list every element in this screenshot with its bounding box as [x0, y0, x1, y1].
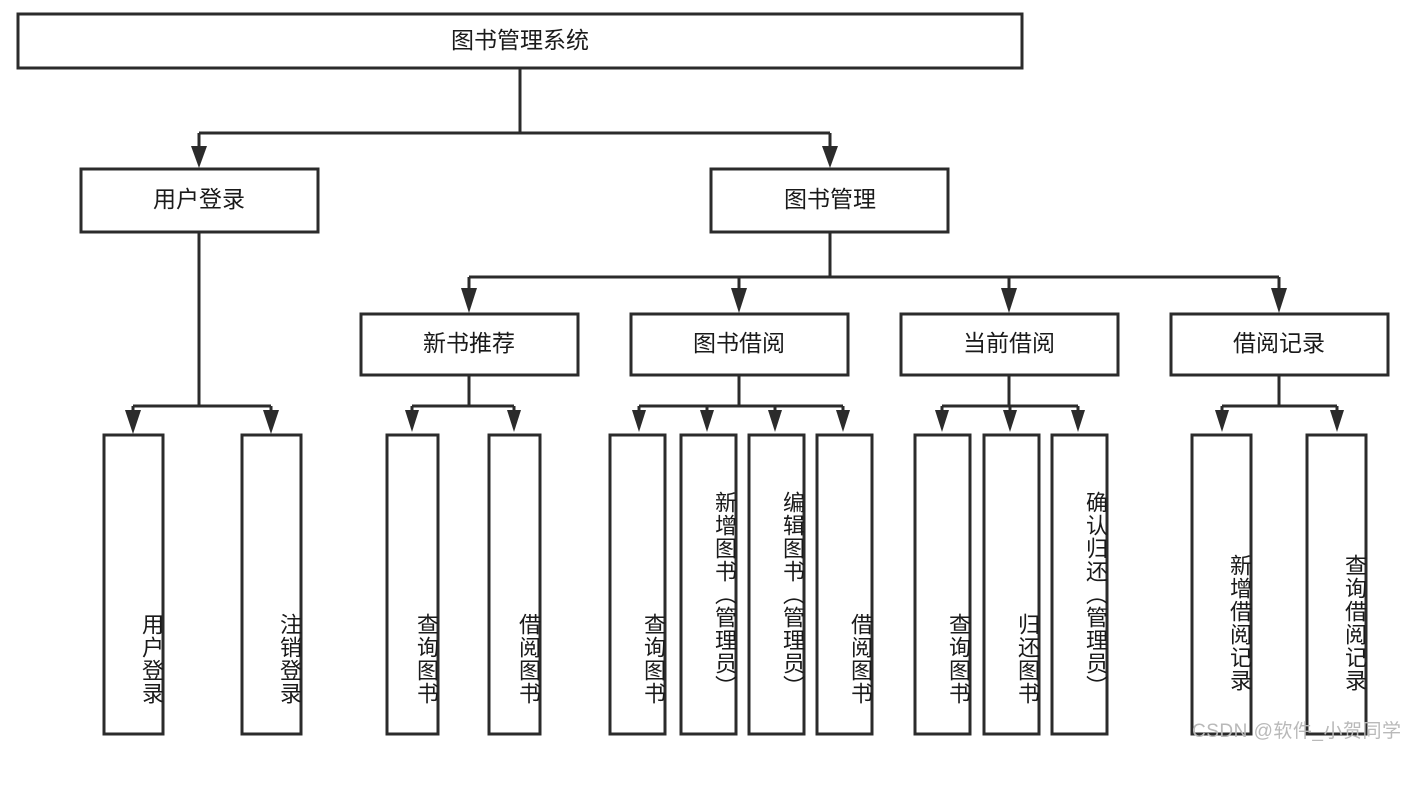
connector-group-bookborrow [632, 375, 850, 432]
node-borrow-record[interactable]: 借阅记录 [1169, 312, 1390, 377]
arrowhead-leaf-newbook-2 [507, 410, 521, 432]
node-new-book-recommend[interactable]: 新书推荐 [359, 312, 580, 377]
node-user-login[interactable]: 用户登录 [79, 167, 320, 234]
arrowhead-newbook [461, 288, 477, 313]
node-current-borrow-box[interactable] [899, 312, 1120, 377]
leaf-box-newbook-1[interactable] [385, 433, 440, 736]
leaf-box-user-login-2[interactable] [240, 433, 303, 736]
arrowhead-leaf-user-login-1 [125, 410, 141, 434]
arrowhead-leaf-bookborrow-4 [836, 410, 850, 432]
connector-group-currentborrow [935, 375, 1085, 432]
node-new-book-recommend-box[interactable] [359, 312, 580, 377]
node-borrow-record-box[interactable] [1169, 312, 1390, 377]
arrowhead-bookmgmt [822, 146, 838, 168]
connector-group-newbook [405, 375, 521, 432]
arrowhead-leaf-bookborrow-3 [768, 410, 782, 432]
leaf-box-borrowrecord-1[interactable] [1190, 433, 1253, 736]
node-borrow-record-label: 借阅记录 [1233, 330, 1325, 356]
node-book-borrow-label: 图书借阅 [693, 330, 785, 356]
node-new-book-recommend-label: 新书推荐 [423, 330, 515, 356]
node-book-management-label: 图书管理 [784, 186, 876, 212]
leaf-box-bookborrow-3[interactable] [747, 433, 806, 736]
leaf-box-user-login-1[interactable] [102, 433, 165, 736]
arrowhead-leaf-borrowrecord-1 [1215, 410, 1229, 432]
flowchart-canvas: 图书管理系统 用户登录 图书管理 新书推荐 图书借阅 当前借阅 借阅记录 [16, 12, 1390, 736]
watermark-label: CSDN @软件_小贺同学 [1192, 721, 1402, 742]
node-user-login-label: 用户登录 [153, 186, 245, 212]
node-book-borrow[interactable]: 图书借阅 [629, 312, 850, 377]
node-current-borrow[interactable]: 当前借阅 [899, 312, 1120, 377]
arrowhead-leaf-currentborrow-1 [935, 410, 949, 432]
node-current-borrow-label: 当前借阅 [963, 330, 1055, 356]
leaf-box-bookborrow-1[interactable] [608, 433, 667, 736]
leaf-box-borrowrecord-2[interactable] [1305, 433, 1368, 736]
connector-group-root [191, 68, 838, 168]
arrowhead-leaf-currentborrow-3 [1071, 410, 1085, 432]
leaf-box-newbook-2[interactable] [487, 433, 542, 736]
arrowhead-leaf-currentborrow-2 [1003, 410, 1017, 432]
arrowhead-userlogin [191, 146, 207, 168]
node-user-login-box[interactable] [79, 167, 320, 234]
node-book-borrow-box[interactable] [629, 312, 850, 377]
connector-group-userlogin [125, 232, 279, 434]
arrowhead-leaf-borrowrecord-2 [1330, 410, 1344, 432]
connector-group-borrowrecord [1215, 375, 1344, 432]
leaf-box-bookborrow-2[interactable] [679, 433, 738, 736]
node-root-label: 图书管理系统 [451, 27, 589, 53]
arrowhead-borrowrecord [1271, 288, 1287, 313]
arrowhead-leaf-newbook-1 [405, 410, 419, 432]
hierarchy-diagram: 图书管理系统 用户登录 图书管理 新书推荐 图书借阅 当前借阅 借阅记录 [16, 12, 1402, 742]
connector-group-bookmgmt [461, 232, 1287, 313]
arrowhead-leaf-bookborrow-1 [632, 410, 646, 432]
arrowhead-leaf-user-login-2 [263, 410, 279, 434]
arrowhead-currentborrow [1001, 288, 1017, 313]
leaf-box-currentborrow-3[interactable] [1050, 433, 1109, 736]
arrowhead-bookborrow [731, 288, 747, 313]
node-book-management-box[interactable] [709, 167, 950, 234]
leaf-box-currentborrow-2[interactable] [982, 433, 1041, 736]
leaf-box-bookborrow-4[interactable] [815, 433, 874, 736]
node-root[interactable]: 图书管理系统 [16, 12, 1024, 70]
leaf-box-currentborrow-1[interactable] [913, 433, 972, 736]
node-root-box[interactable] [16, 12, 1024, 70]
arrowhead-leaf-bookborrow-2 [700, 410, 714, 432]
node-book-management[interactable]: 图书管理 [709, 167, 950, 234]
